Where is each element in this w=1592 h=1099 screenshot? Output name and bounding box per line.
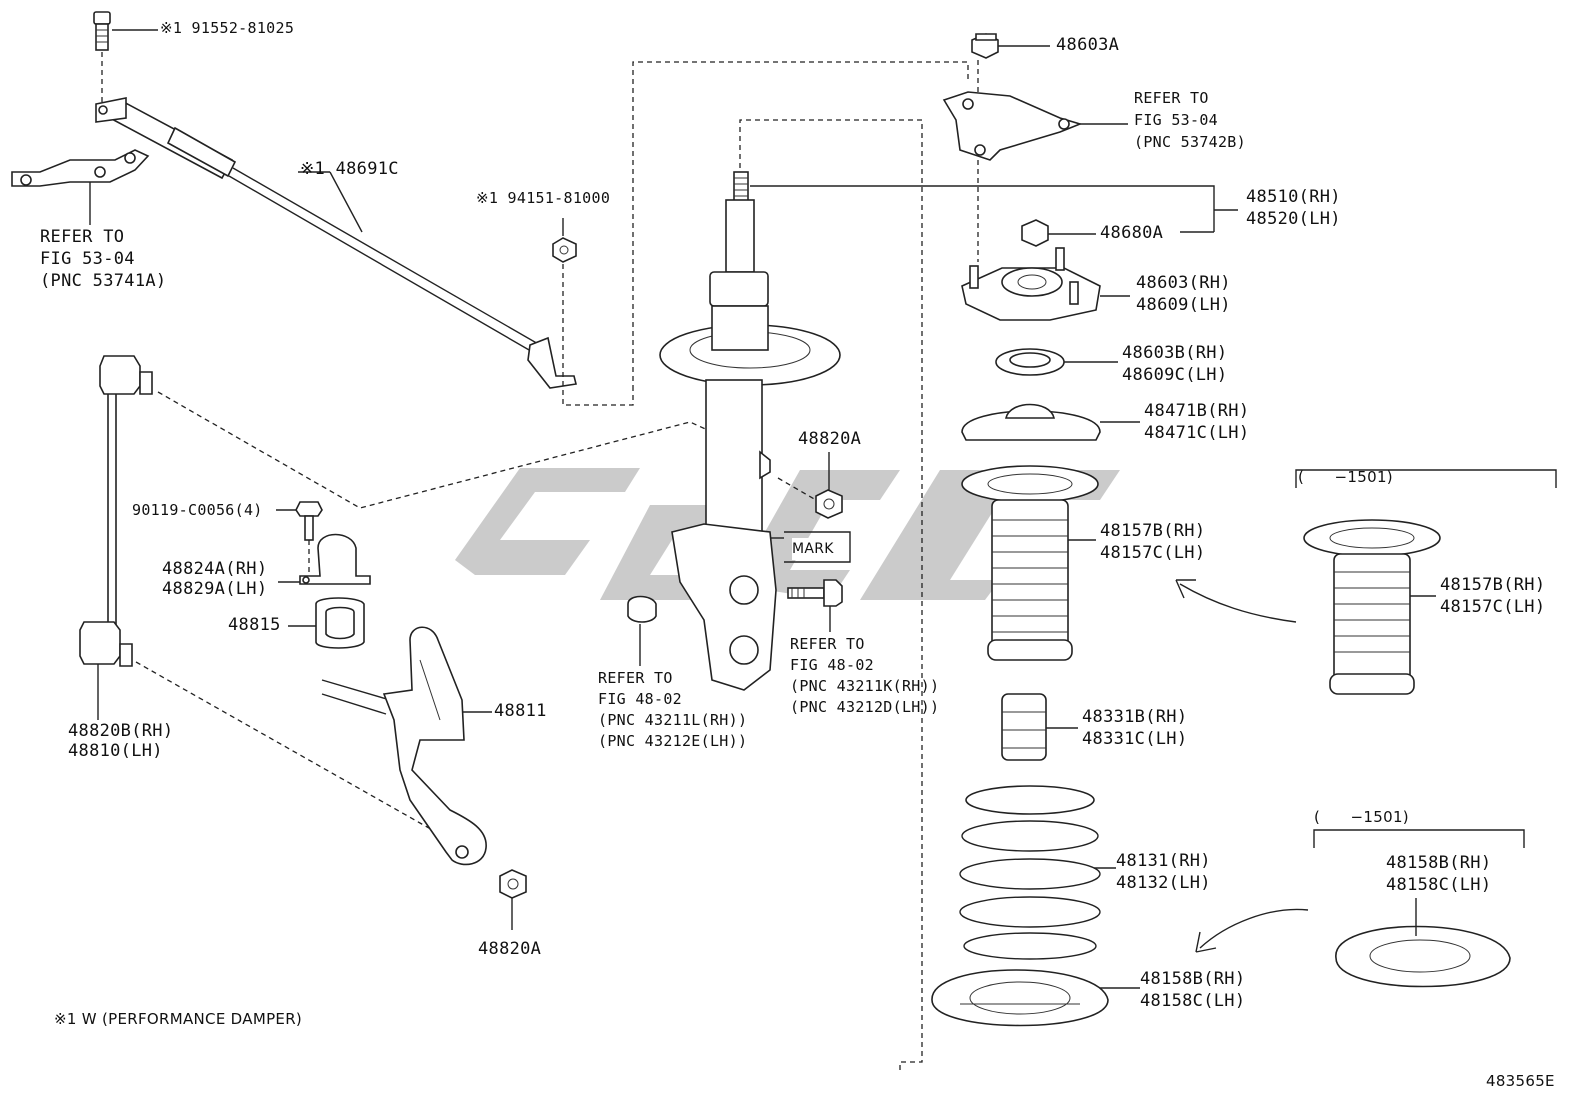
label-refer-53741a-3: (PNC 53741A) xyxy=(40,271,167,291)
upper-bracket xyxy=(942,91,1083,161)
stabilizer-bushing-48815 xyxy=(315,597,365,649)
label-boot-alt-rh: 48157B(RH) xyxy=(1440,575,1546,595)
label-range-boot: ( −1501) xyxy=(1298,468,1393,486)
label-nut-48680A: 48680A xyxy=(1100,223,1164,243)
stabilizer-bar-48811 xyxy=(321,626,487,866)
label-mark: MARK xyxy=(792,538,834,560)
label-damper-48691C: ※1 48691C xyxy=(300,159,399,179)
label-refer-43211l-1: REFER TO xyxy=(598,669,673,687)
label-refer-53741a-2: FIG 53-04 xyxy=(40,249,135,269)
label-refer-43211k-4: (PNC 43212D(LH)) xyxy=(790,698,940,716)
label-nut-48603A: 48603A xyxy=(1056,35,1120,55)
label-boot-rh: 48157B(RH) xyxy=(1100,521,1206,541)
nut-48820A-mid xyxy=(815,489,843,519)
strut-assembly-48510 xyxy=(659,171,841,691)
label-strut-lh: 48520(LH) xyxy=(1246,209,1341,229)
label-refer-43211l-2: FIG 48-02 xyxy=(598,690,682,708)
label-insulator-alt-lh: 48158C(LH) xyxy=(1386,875,1492,895)
coil-spring-48131 xyxy=(959,785,1101,960)
bolt-91552-81025 xyxy=(93,11,111,51)
label-support-rh: 48603(RH) xyxy=(1136,273,1231,293)
label-bumper-lh: 48331C(LH) xyxy=(1082,729,1188,749)
label-boot-alt-lh: 48157C(LH) xyxy=(1440,597,1546,617)
label-strut-rh: 48510(RH) xyxy=(1246,187,1341,207)
label-link-lh: 48810(LH) xyxy=(68,741,163,761)
label-spring-lh: 48132(LH) xyxy=(1116,873,1211,893)
dust-boot-48157B xyxy=(961,465,1099,661)
label-refer-53741a-1: REFER TO xyxy=(40,227,125,247)
label-refer-43211k-3: (PNC 43211K(RH)) xyxy=(790,677,940,695)
stabilizer-link-48820B xyxy=(79,355,153,667)
nut-48820A-bottom xyxy=(499,869,527,899)
damper-bracket xyxy=(11,149,150,187)
bolt-90119 xyxy=(295,501,323,541)
label-insulator-lh: 48158C(LH) xyxy=(1140,991,1246,1011)
label-boot-lh: 48157C(LH) xyxy=(1100,543,1206,563)
nut-48603A xyxy=(971,33,999,59)
spring-insulator-48158B-alt xyxy=(1335,925,1511,988)
label-refer-43211k-2: FIG 48-02 xyxy=(790,656,874,674)
nut-94151-81000 xyxy=(552,237,577,263)
label-insulator-alt-rh: 48158B(RH) xyxy=(1386,853,1492,873)
label-bracket-lh: 48829A(LH) xyxy=(162,579,268,599)
dust-boot-48157B-alt xyxy=(1303,519,1441,695)
suspension-support-48603 xyxy=(961,247,1101,321)
strut-nut xyxy=(627,595,657,623)
mark-label-box xyxy=(770,531,851,563)
label-bearing-rh: 48603B(RH) xyxy=(1122,343,1228,363)
label-bolt-90119: 90119-C0056(4) xyxy=(132,501,263,519)
label-bearing-lh: 48609C(LH) xyxy=(1122,365,1228,385)
strut-bolt xyxy=(787,579,843,607)
label-bumper-rh: 48331B(RH) xyxy=(1082,707,1188,727)
nut-48680A xyxy=(1021,219,1049,247)
label-nut-94151: ※1 94151-81000 xyxy=(476,189,611,207)
label-nut-48820A-mid: 48820A xyxy=(798,429,862,449)
label-bolt-91552: ※1 91552-81025 xyxy=(160,19,295,37)
label-seat-rh: 48471B(RH) xyxy=(1144,401,1250,421)
spring-insulator-48158B xyxy=(931,969,1109,1027)
label-refer-43211k-1: REFER TO xyxy=(790,635,865,653)
label-refer-43211l-3: (PNC 43211L(RH)) xyxy=(598,711,748,729)
label-bracket-rh: 48824A(RH) xyxy=(162,559,268,579)
bearing-48603B xyxy=(995,348,1065,376)
bump-stopper-48331B xyxy=(1001,693,1047,761)
label-support-lh: 48609(LH) xyxy=(1136,295,1231,315)
label-bushing-48815: 48815 xyxy=(228,615,281,635)
label-seat-lh: 48471C(LH) xyxy=(1144,423,1250,443)
spring-seat-48471B xyxy=(961,403,1101,441)
label-refer-43211l-4: (PNC 43212E(LH)) xyxy=(598,732,748,750)
figure-code: 483565E xyxy=(1486,1072,1555,1090)
label-refer-53742b-2: FIG 53-04 xyxy=(1134,111,1218,129)
stabilizer-bracket-48824A xyxy=(299,533,371,585)
label-range-insulator: ( −1501) xyxy=(1314,808,1409,826)
label-insulator-rh: 48158B(RH) xyxy=(1140,969,1246,989)
label-nut-48820A-bottom: 48820A xyxy=(478,939,542,959)
performance-damper-48691C xyxy=(95,97,577,389)
arrow-left-icon xyxy=(1175,579,1297,623)
label-spring-rh: 48131(RH) xyxy=(1116,851,1211,871)
footnote: ※1 W (PERFORMANCE DAMPER) xyxy=(54,1010,303,1028)
arrow-down-left-icon xyxy=(1195,908,1309,953)
label-link-rh: 48820B(RH) xyxy=(68,721,174,741)
label-refer-53742b-3: (PNC 53742B) xyxy=(1134,133,1246,151)
label-stabilizer-48811: 48811 xyxy=(494,701,547,721)
label-refer-53742b-1: REFER TO xyxy=(1134,89,1209,107)
